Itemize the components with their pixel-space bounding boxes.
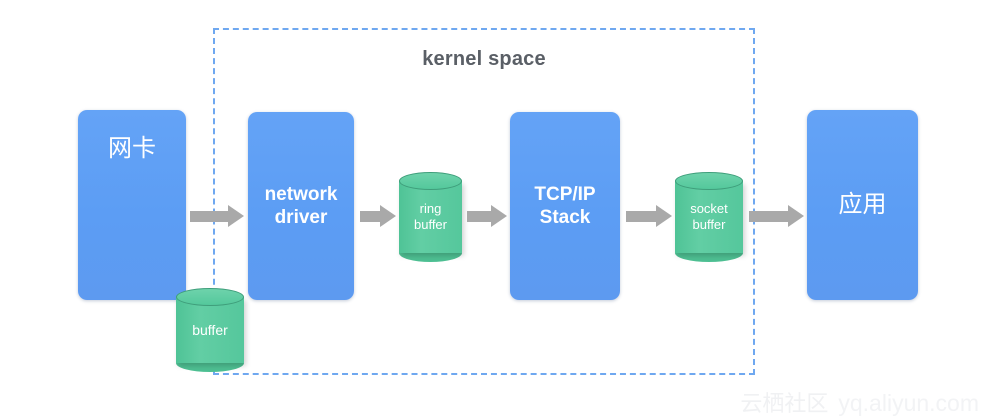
arrow-head xyxy=(491,205,507,227)
cylinder-ring-buffer: ring buffer xyxy=(399,172,462,262)
watermark: 云栖社区 yq.aliyun.com xyxy=(740,386,979,418)
cylinder-socket-buffer-label: socket buffer xyxy=(690,201,728,232)
arrow-shaft xyxy=(467,211,491,222)
block-application-label: 应用 xyxy=(838,191,887,219)
arrow-head xyxy=(380,205,396,227)
kernel-space-title: kernel space xyxy=(422,48,546,70)
block-tcpip-stack-label: TCP/IP Stack xyxy=(534,183,596,228)
arrow-stack-to-socket-buffer xyxy=(626,205,672,227)
block-nic: 网卡 buffer xyxy=(78,110,244,372)
cylinder-socket-buffer: socket buffer xyxy=(675,172,743,262)
watermark-url: yq.aliyun.com xyxy=(838,390,979,416)
cylinder-body xyxy=(176,297,244,363)
cylinder-body xyxy=(399,181,462,253)
block-nic-label: 网卡 xyxy=(108,135,156,162)
cylinder-nic-buffer-label: buffer xyxy=(192,321,228,338)
watermark-community: 云栖社区 xyxy=(740,391,829,416)
arrow-ring-buffer-to-stack xyxy=(467,205,507,227)
arrow-head xyxy=(228,205,244,227)
arrow-nic-to-driver xyxy=(190,205,244,227)
kernel-space-region xyxy=(213,28,755,375)
block-network-driver: network driver xyxy=(248,112,354,300)
cylinder-top-ellipse xyxy=(399,172,462,190)
block-network-driver-label: network driver xyxy=(264,183,338,228)
arrow-head xyxy=(656,205,672,227)
cylinder-top-ellipse xyxy=(675,172,743,190)
block-tcpip-stack: TCP/IP Stack xyxy=(510,112,620,300)
arrow-socket-buffer-to-app xyxy=(749,205,804,227)
block-application: 应用 xyxy=(807,110,918,300)
cylinder-nic-buffer: buffer xyxy=(176,288,244,372)
arrow-shaft xyxy=(190,211,228,222)
arrow-shaft xyxy=(626,211,656,222)
cylinder-ring-buffer-label: ring buffer xyxy=(413,201,447,232)
cylinder-top-ellipse xyxy=(176,288,244,306)
cylinder-body xyxy=(675,181,743,253)
arrow-driver-to-ring-buffer xyxy=(360,205,396,227)
arrow-shaft xyxy=(360,211,380,222)
arrow-head xyxy=(788,205,804,227)
arrow-shaft xyxy=(749,211,788,222)
